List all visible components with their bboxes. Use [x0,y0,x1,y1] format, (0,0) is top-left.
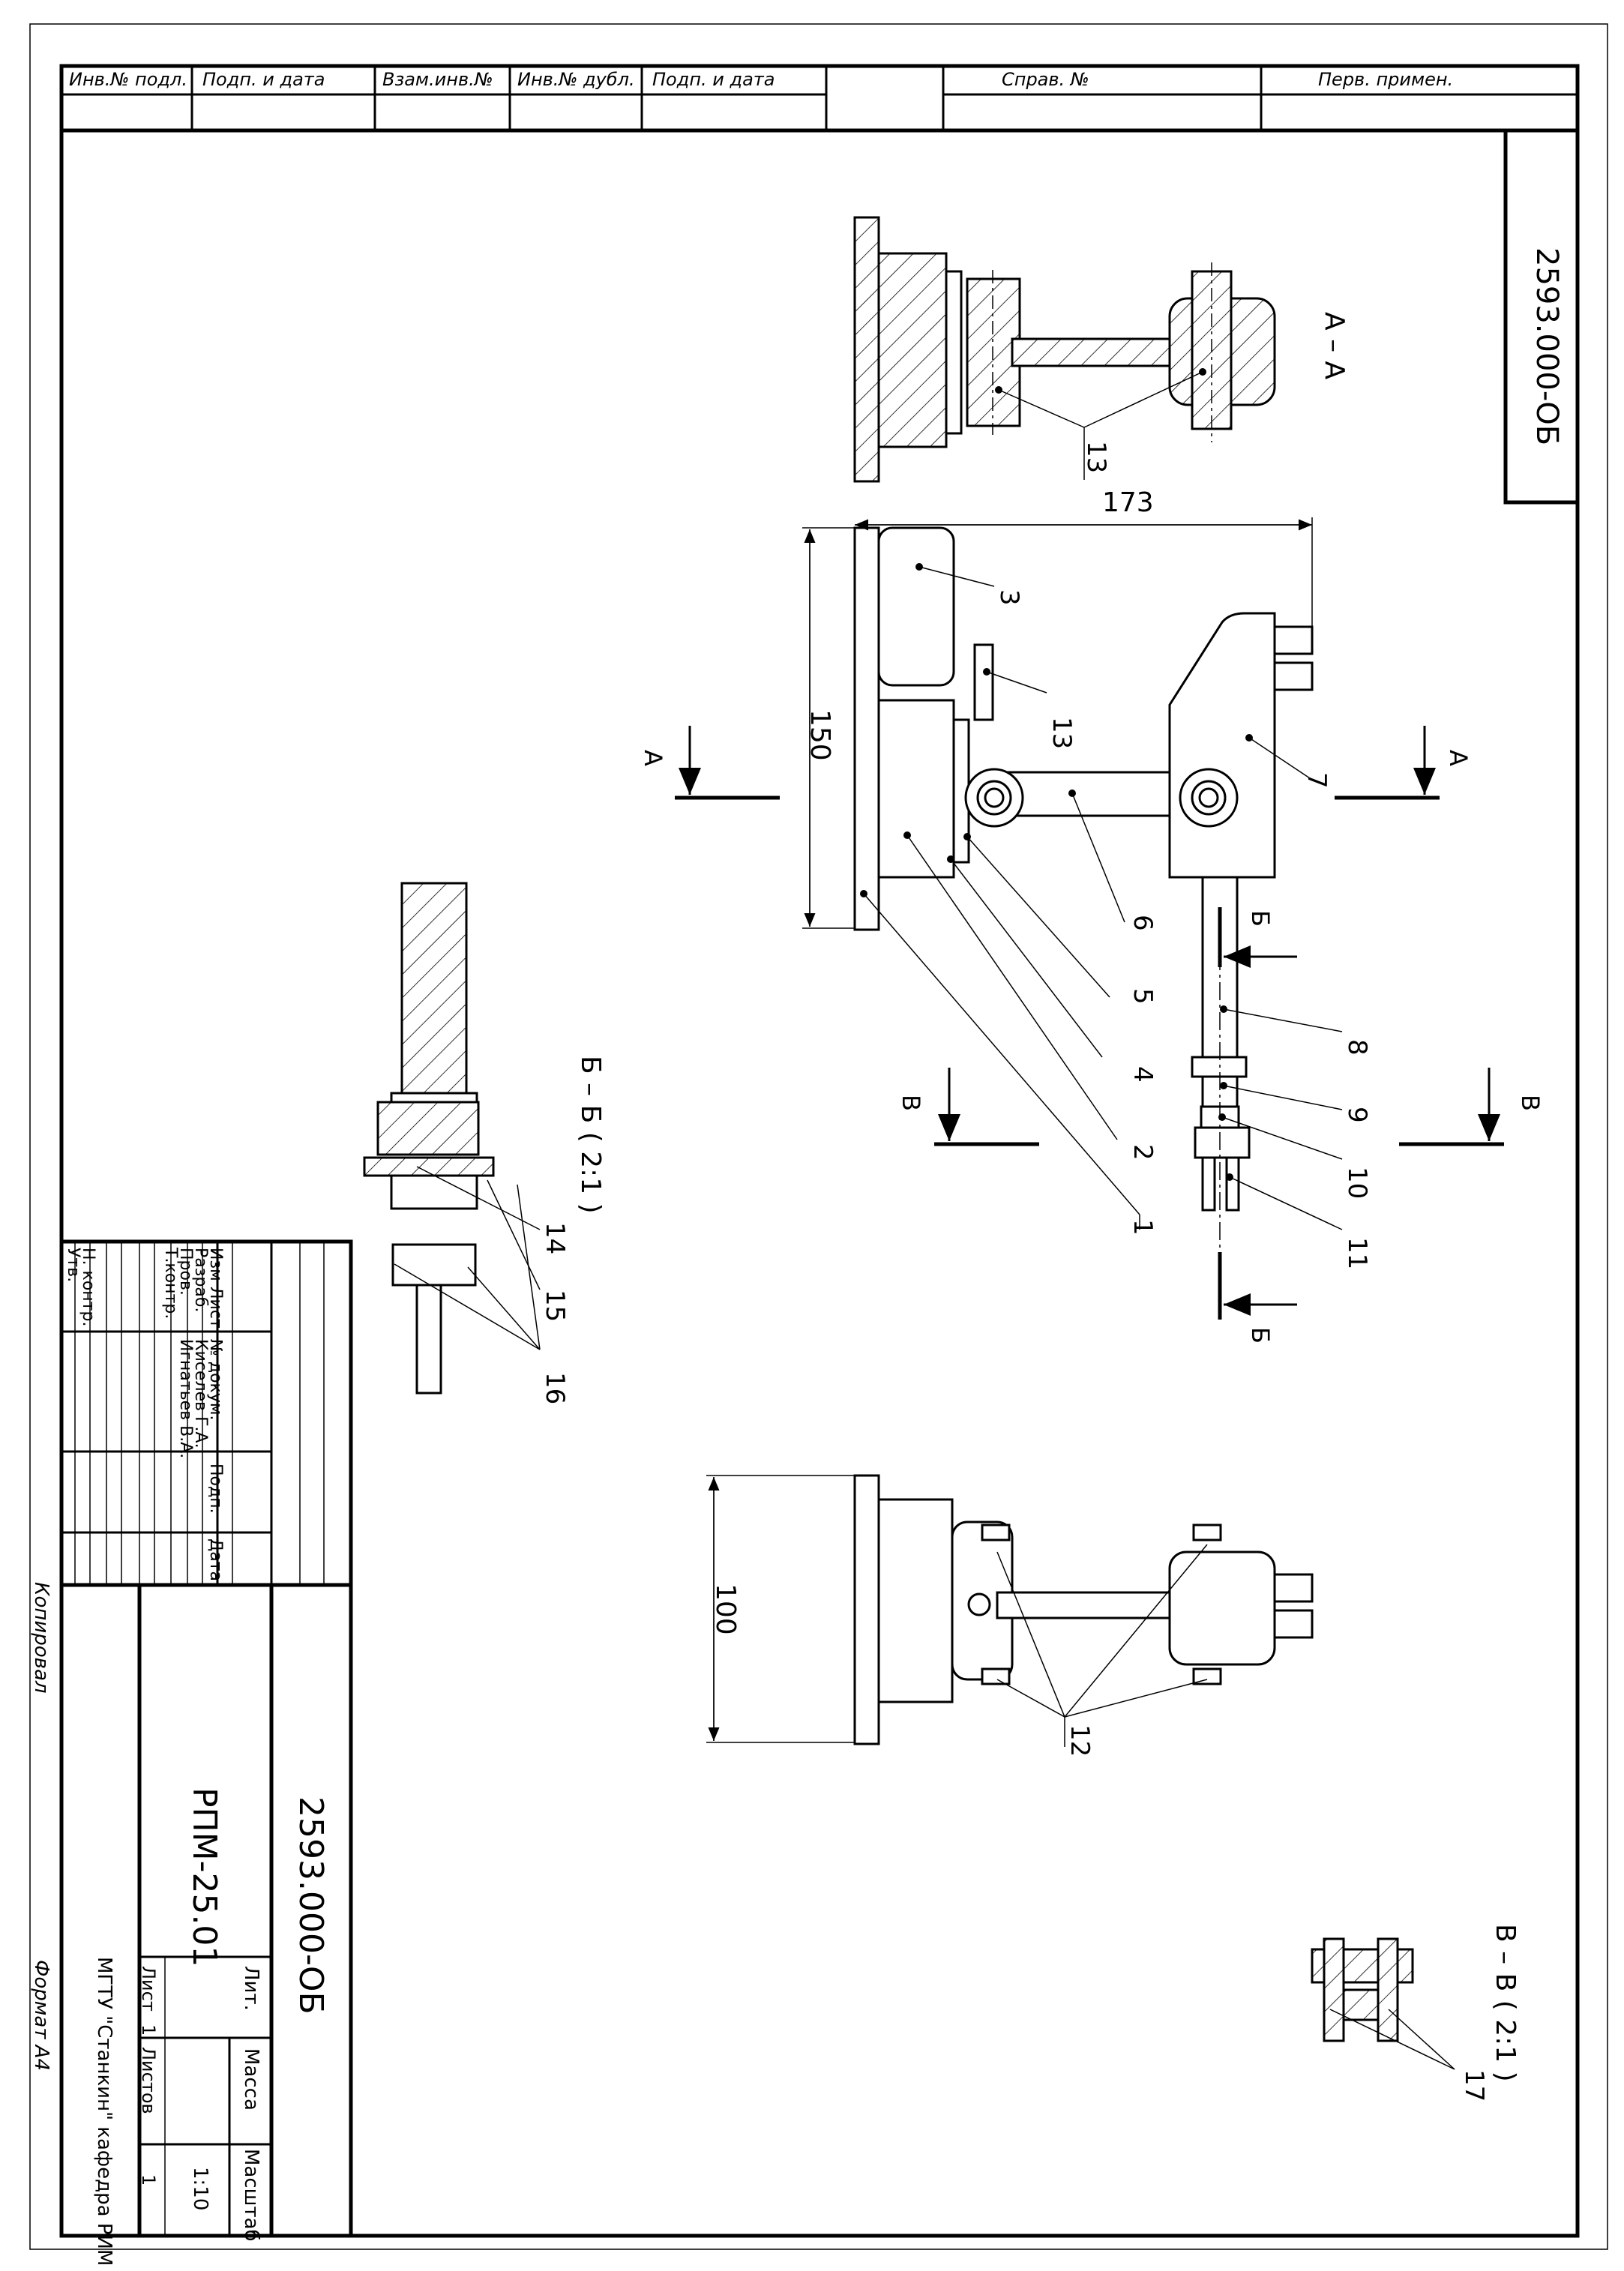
cut-letter-a-right: А [1444,750,1473,766]
label-section-vv: В – В ( 2:1 ) [1490,1924,1521,2082]
callout-7: 7 [1302,772,1332,789]
callout-13-main: 13 [1047,717,1077,750]
tb-massa: Масса [240,2048,262,2111]
tb-list-label: Лист [138,1966,159,2012]
cut-letter-b-bottom: Б [1246,1327,1275,1344]
corner-code-box [1503,128,1580,505]
view-bottom [853,1474,1314,1747]
callout-13-top: 13 [1081,441,1111,474]
callout-3: 3 [994,589,1024,606]
dimension-173 [855,517,1313,627]
dimension-150-label: 150 [805,709,835,761]
label-podp-data-2: Подп. и дата [652,69,775,90]
callout-4: 4 [1128,1066,1158,1083]
label-kopiroval: Копировал [30,1582,52,1694]
cut-line-a [675,726,1440,800]
label-sprav: Справ. № [1002,69,1089,90]
tb-utv: Утв. [64,1248,82,1283]
view-section-bb [363,882,541,1395]
cut-letter-v-right: В [1516,1095,1545,1111]
callout-15: 15 [540,1290,570,1323]
label-section-bb: Б – Б ( 2:1 ) [575,1056,606,1214]
callout-6: 6 [1128,915,1158,931]
label-section-aa: А – А [1319,312,1350,380]
top-strip [60,64,1579,133]
corner-doc-code: 2593.000-ОБ [1530,247,1564,446]
view-section-vv [1311,1937,1455,2070]
tb-listov-label: Листов [138,2047,159,2114]
tb-data: Дата [206,1538,225,1581]
callout-dots [860,563,1253,1181]
cut-letter-v-left: В [897,1095,925,1111]
tb-t-kontr: Т.контр. [161,1248,180,1320]
callout-16: 16 [540,1372,570,1405]
callout-12: 12 [1065,1724,1095,1757]
dimension-100 [706,1475,855,1743]
tb-prov-name: Игнатьев В.А. [176,1339,195,1459]
tb-listov-value: 1 [138,2174,159,2186]
label-inv-podl: Инв.№ подл. [69,69,187,90]
callout-14: 14 [540,1222,570,1255]
cut-letter-b-top: Б [1246,910,1275,927]
callout-2: 2 [1128,1144,1158,1161]
tb-lit: Лит. [240,1966,262,2011]
cut-letter-a-left: А [639,750,667,766]
callout-8: 8 [1342,1039,1372,1056]
callout-11: 11 [1342,1237,1372,1270]
tb-scale-value: 1:10 [189,2167,211,2211]
tb-list-value: 1 [138,2024,159,2036]
tb-product-name: РПМ-25.01 [185,1787,223,1967]
label-vzam-inv: Взам.инв.№ [382,69,493,90]
callout-1: 1 [1128,1219,1158,1236]
label-format: Формат А4 [30,1960,52,2072]
label-perv-primen: Перв. примен. [1318,69,1454,90]
tb-podp: Подп. [206,1464,225,1514]
label-inv-dubl: Инв.№ дубл. [517,69,635,90]
dimension-150 [802,527,855,929]
dimension-173-label: 173 [1102,487,1154,518]
cut-line-b [1218,907,1297,1320]
callout-17: 17 [1459,2069,1489,2102]
title-block [59,1239,353,2238]
leaders-main [863,566,1343,1230]
drawing-frame [59,64,1580,2238]
callout-5: 5 [1128,988,1158,1005]
tb-masshtab: Масштаб [240,2149,262,2242]
tb-org: МГТУ "Станкин" кафедра РИМ [93,1957,115,2267]
callout-10: 10 [1342,1167,1372,1200]
label-podp-data-1: Подп. и дата [202,69,325,90]
callout-9: 9 [1342,1107,1372,1123]
tb-doc-code: 2593.000-ОБ [292,1796,330,2015]
dimension-100-label: 100 [710,1583,741,1635]
cut-line-v [934,1068,1504,1146]
view-section-aa [853,216,1276,483]
view-main [853,526,1314,1320]
page-border [29,23,1608,2250]
